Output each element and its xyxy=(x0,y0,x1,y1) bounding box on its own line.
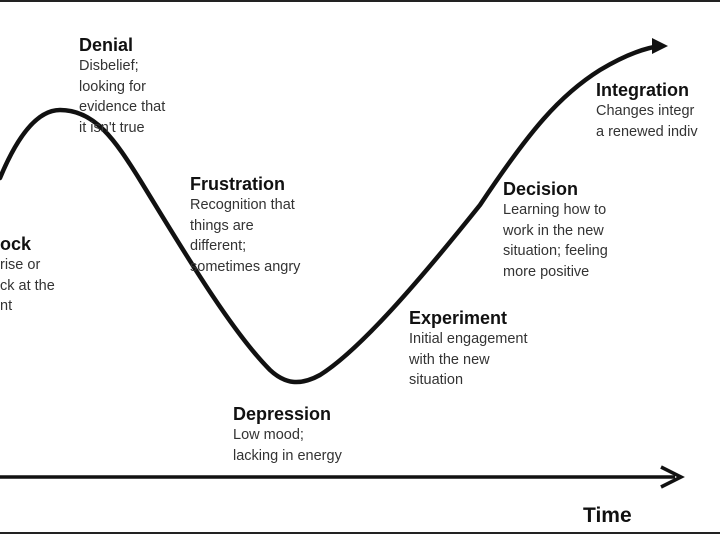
stage-desc-line: situation; feeling xyxy=(503,243,608,260)
stage-title: Frustration xyxy=(190,174,286,194)
stage-shock: ock rise or ck at the nt xyxy=(0,233,55,317)
stage-desc-line: more positive xyxy=(503,264,590,281)
stage-desc-line: Recognition that xyxy=(190,197,295,213)
stage-title: Denial xyxy=(79,35,134,55)
bottom-border xyxy=(0,532,720,534)
stage-desc-line: sometimes angry xyxy=(190,259,301,276)
stage-title: Depression xyxy=(233,404,332,424)
stage-integration: Integration Changes integr a renewed ind… xyxy=(596,79,698,142)
stage-desc-line: nt xyxy=(0,298,13,315)
stage-denial: Denial Disbelief; looking for evidence t… xyxy=(79,34,165,139)
stage-desc-line: Low mood; xyxy=(233,427,304,443)
stage-title: Decision xyxy=(503,179,579,199)
stage-desc-line: Initial engagement xyxy=(409,331,528,347)
stage-desc-line: it isn't true xyxy=(79,120,145,137)
stage-desc-line: situation xyxy=(409,372,464,389)
stage-decision: Decision Learning how to work in the new… xyxy=(503,178,608,283)
stage-frustration: Frustration Recognition that things are … xyxy=(190,173,300,278)
stage-desc-line: Learning how to xyxy=(503,202,607,218)
stage-title: Integration xyxy=(596,80,689,100)
time-axis-label: Time xyxy=(583,504,632,527)
stage-desc-line: ck at the xyxy=(0,277,55,294)
time-axis-arrowhead xyxy=(660,465,685,489)
stage-depression: Depression Low mood; lacking in energy xyxy=(233,403,342,466)
top-border xyxy=(0,0,720,2)
stage-desc-line: things are xyxy=(190,217,254,234)
stage-desc-line: evidence that xyxy=(79,99,166,116)
stage-title: Experiment xyxy=(409,308,508,328)
stage-desc-line: rise or xyxy=(0,257,41,273)
stage-desc-line: looking for xyxy=(79,78,146,95)
stage-desc-line: different; xyxy=(190,238,247,255)
stage-title: ock xyxy=(0,234,32,254)
curve-arrowhead xyxy=(652,38,668,54)
stage-desc-line: Disbelief; xyxy=(79,58,139,74)
stage-experiment: Experiment Initial engagement with the n… xyxy=(409,307,528,391)
stage-desc-line: work in the new xyxy=(503,222,604,239)
change-curve xyxy=(0,43,663,385)
stage-desc-line: a renewed indiv xyxy=(596,123,698,140)
stage-desc-line: with the new xyxy=(409,351,490,368)
stage-desc-line: Changes integr xyxy=(596,103,695,119)
stage-desc-line: lacking in energy xyxy=(233,447,342,464)
